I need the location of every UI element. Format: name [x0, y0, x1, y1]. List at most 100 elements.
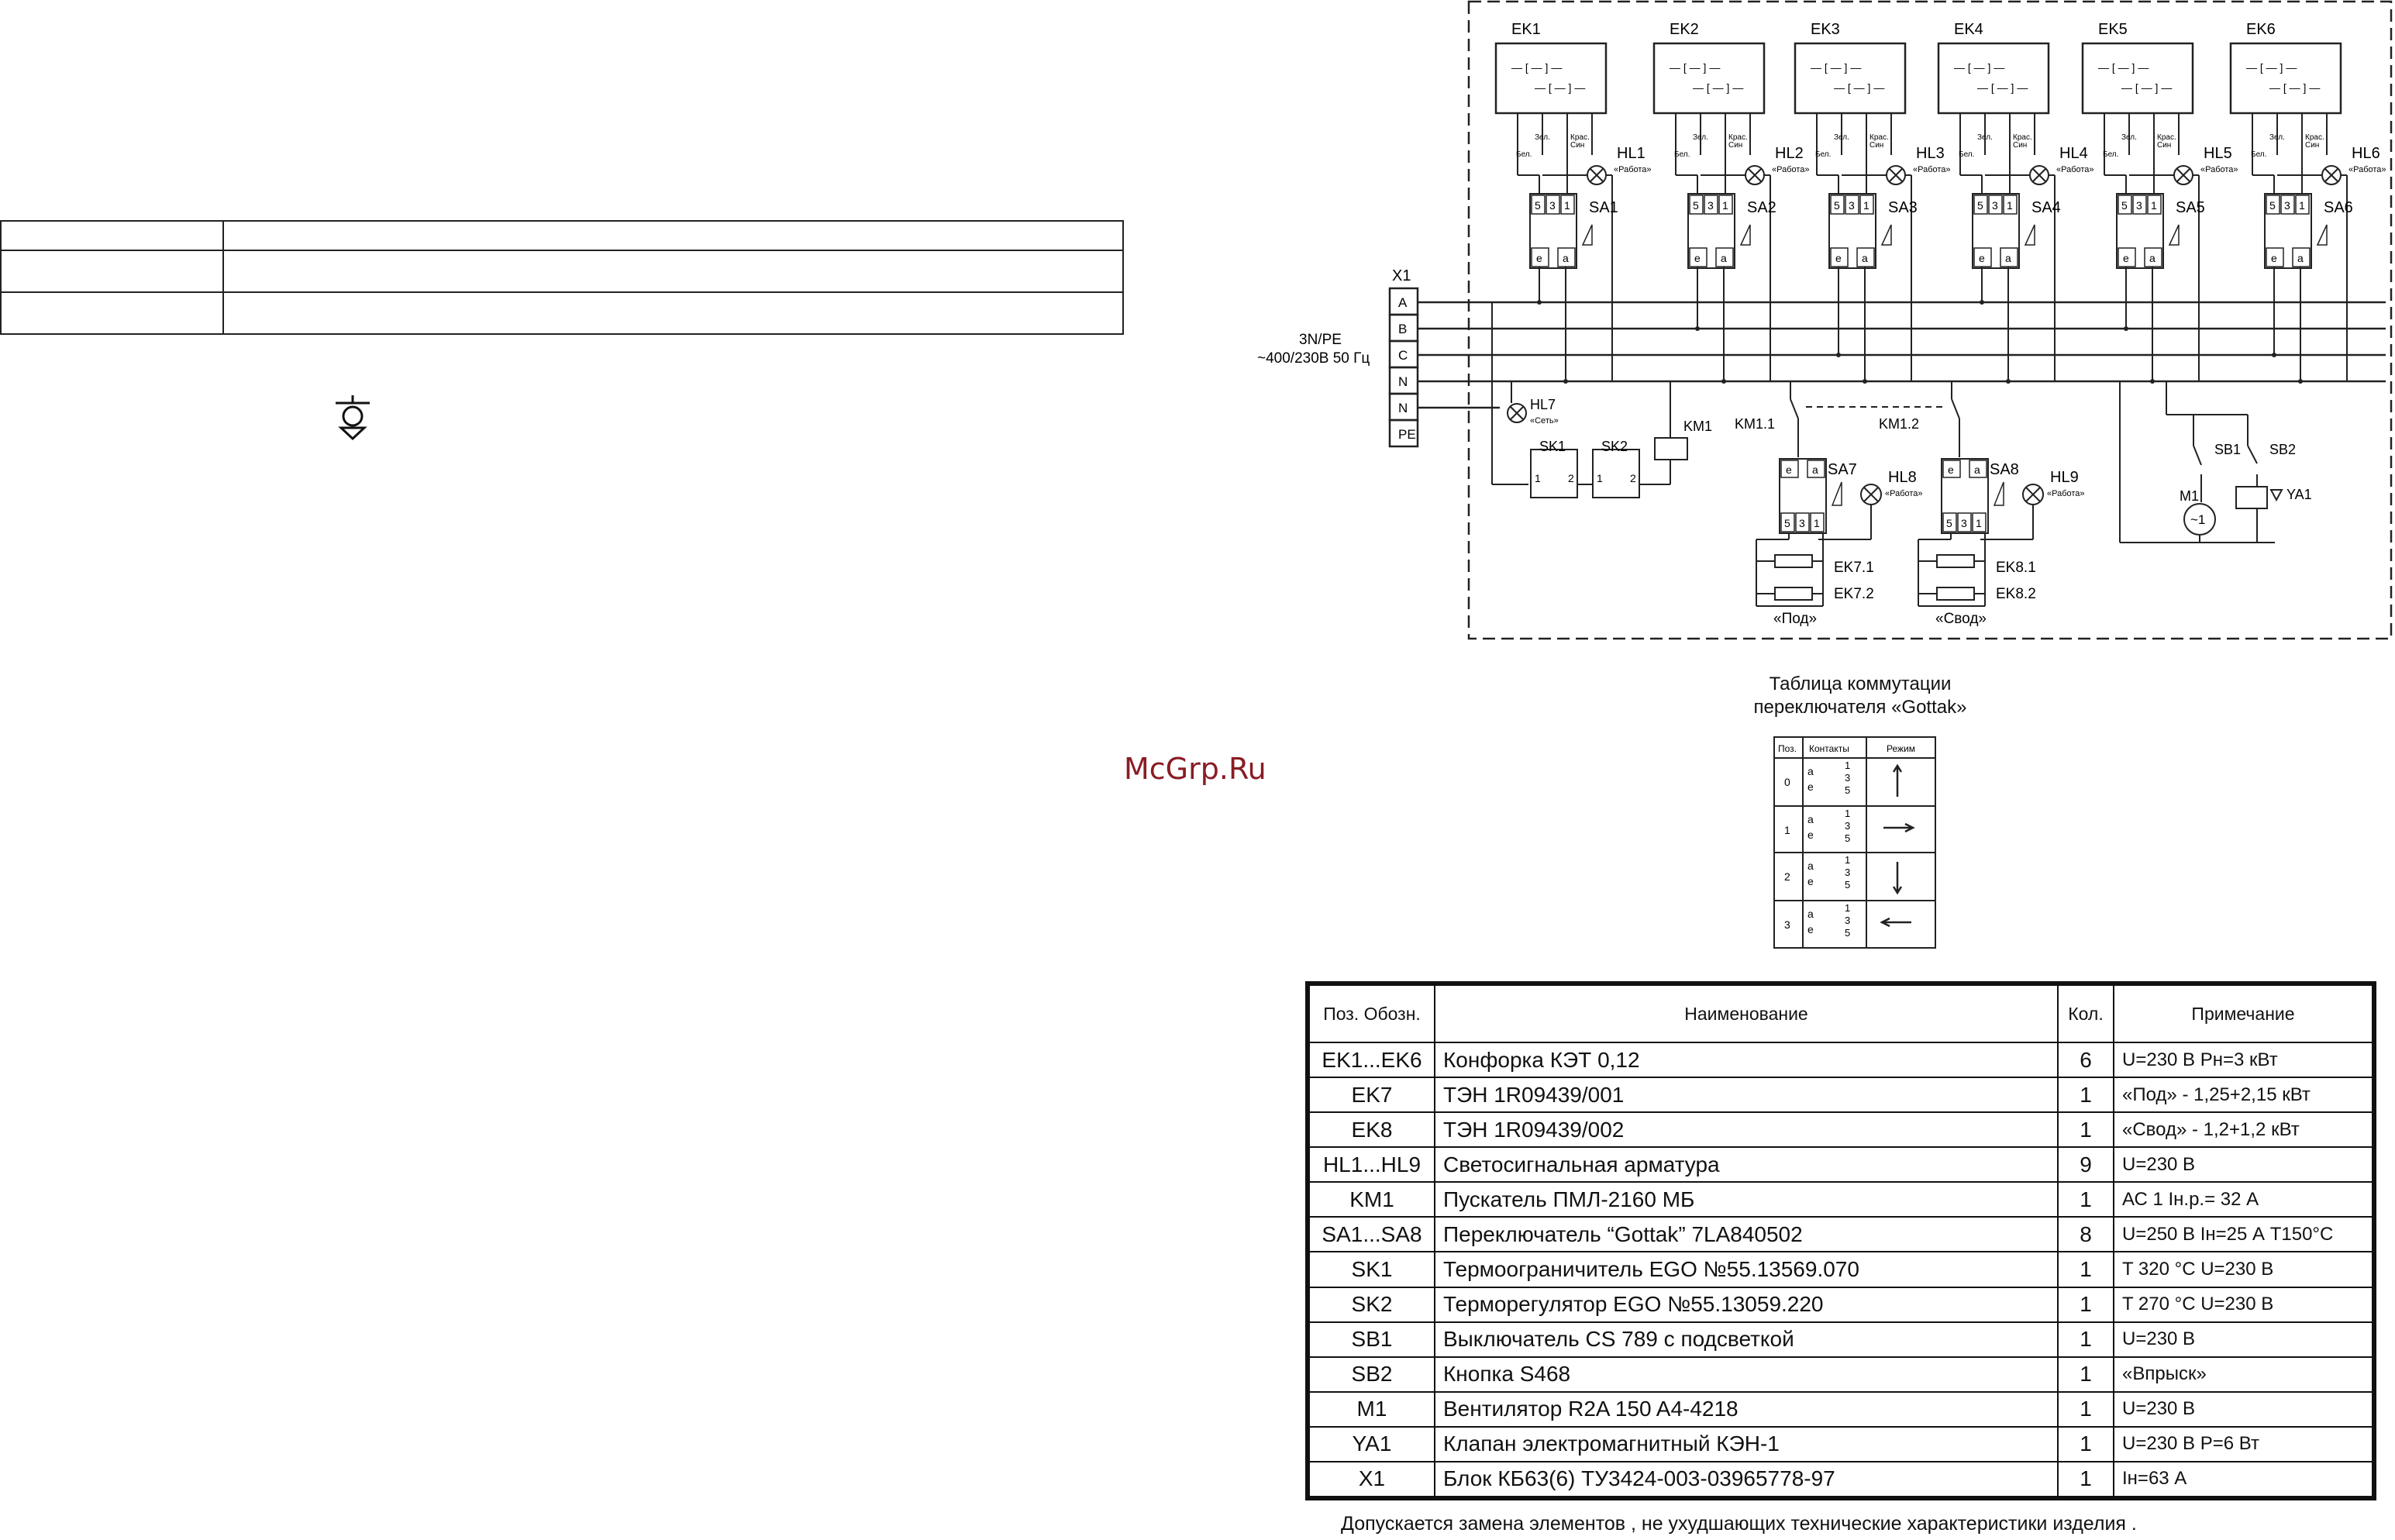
parts-cell-name: Переключатель “Gottak” 7LA840502 [1434, 1216, 2059, 1253]
burner-box [2081, 42, 2194, 115]
contact-label-1: 1 [1845, 902, 1850, 914]
wire-label: Крас. [2305, 133, 2324, 142]
contact-label-5: 5 [1845, 879, 1850, 891]
switch-contact-cell [1973, 195, 1988, 215]
footer-note: Допускается замена элементов , не ухудша… [1341, 1513, 2137, 1535]
hl-label: HL5 [2204, 145, 2232, 162]
switch-contact-number: 5 [1946, 517, 1952, 529]
lamp-work-label: «Работа» [1885, 489, 1923, 498]
switch-contact-number: 5 [2269, 199, 2276, 212]
switch-contact-a: a [2297, 252, 2304, 264]
burner-ek-label: EK1 [1511, 21, 1541, 38]
lamp-work-label: «Работа» [1913, 165, 1951, 174]
switch-contact-number: 1 [1976, 517, 1982, 529]
sk1-pin2: 2 [1568, 472, 1574, 484]
parts-cell-note: U=230 В [2113, 1146, 2373, 1183]
switch-contact-cell [1942, 512, 1957, 532]
switch-table: Поз. Контакты Режим 0ae1351ae1352ae1353a… [1773, 736, 1936, 949]
wire-label: Крас. [2013, 133, 2032, 142]
wire [2324, 168, 2338, 182]
switch-contact-cell [2118, 195, 2132, 215]
wire [2025, 487, 2041, 502]
parts-cell-pos: SB2 [1308, 1356, 1435, 1393]
terminal-label: PE [1398, 427, 1416, 442]
switch-contact-cell [1560, 195, 1575, 215]
m1-symbol: ~1 [2190, 512, 2205, 527]
burner-ek-label: EK5 [2098, 21, 2128, 38]
switch-knob-icon [2316, 224, 2328, 246]
switch-contact-cell [2132, 195, 2147, 215]
km12-label: KM1.2 [1879, 416, 1919, 432]
oven-zone-label: «Под» [1773, 611, 1817, 627]
burner-symbol: — [ — ] — [1511, 61, 1562, 74]
switch-knob-icon [1739, 224, 1751, 246]
sa-label: SA3 [1888, 199, 1918, 216]
parts-header-note: Примечание [2113, 984, 2373, 1044]
switch-contact-cell [2003, 195, 2018, 215]
switch-contact-a: a [1721, 252, 1727, 264]
switch-contact-a: a [2005, 252, 2011, 264]
switch-knob-icon [2168, 224, 2180, 246]
switch-contact-cell [2266, 195, 2280, 215]
switch-contact-number: 3 [1799, 517, 1805, 529]
switch-contact-cell [1969, 460, 1987, 478]
switch-contact-e: e [1694, 252, 1701, 264]
sa-label: SA7 [1828, 461, 1857, 478]
sa-label: SA6 [2324, 199, 2353, 216]
switch-contact-cell [1807, 460, 1825, 478]
wire [2032, 168, 2046, 182]
sa-label: SA5 [2176, 199, 2205, 216]
parts-cell-pos: HL1...HL9 [1308, 1146, 1435, 1183]
burner-symbol: — [ — ] — [2269, 81, 2320, 94]
wire-label: Син [1570, 141, 1584, 150]
junction-dot [2272, 353, 2276, 357]
parts-cell-note: T 320 °С U=230 В [2113, 1251, 2373, 1288]
hl7-label: HL7 [1530, 397, 1556, 412]
switch-contact-a: a [1812, 463, 1818, 476]
burner-box [1937, 42, 2050, 115]
switch-contact-e: e [1786, 463, 1792, 476]
junction-dot [1537, 300, 1542, 305]
parts-cell-pos: X1 [1308, 1460, 1435, 1498]
mode-arrow-icon [1883, 822, 1915, 833]
sa-label: SA1 [1589, 199, 1618, 216]
switch-contact-e: e [1536, 252, 1542, 264]
switch-box [1828, 193, 1876, 269]
switch-contact-number: 1 [2007, 199, 2013, 212]
wire-label: Крас. [1570, 133, 1590, 142]
parts-cell-pos: SB1 [1308, 1321, 1435, 1358]
parts-cell-name: Клапан электромагнитный КЭН-1 [1434, 1425, 2059, 1462]
parts-cell-qty: 1 [2057, 1111, 2114, 1149]
heater-label: EK7.1 [1834, 560, 1874, 576]
switch-contact-cell [2280, 195, 2295, 215]
switch-contact-cell [1988, 195, 2003, 215]
wire [1748, 168, 1762, 182]
junction-dot [1980, 300, 1984, 305]
supply-voltage-label: ~400/230В 50 Гц [1257, 350, 1370, 367]
sb2-label: SB2 [2269, 442, 2296, 457]
switch-contact-a: a [1563, 252, 1569, 264]
switch-knob-icon [1581, 224, 1593, 246]
switch-position: 3 [1784, 918, 1790, 931]
sa-label: SA8 [1990, 461, 2019, 478]
wire-label: Син [2013, 141, 2027, 150]
switch-contact-number: 5 [1784, 517, 1790, 529]
empty-table [0, 220, 1124, 335]
parts-cell-name: Светосигнальная арматура [1434, 1146, 2059, 1183]
contact-label-1: 1 [1845, 760, 1850, 771]
parts-cell-name: Блок КБ63(6) ТУ3424-003-03965778-97 [1434, 1460, 2059, 1498]
switch-contact-cell [1957, 512, 1972, 532]
terminal-label: C [1398, 348, 1408, 363]
hl-label: HL2 [1775, 145, 1804, 162]
switch-contact-e: e [1948, 463, 1954, 476]
junction-dot [1721, 379, 1726, 384]
m1-label: M1 [2180, 488, 2199, 504]
switch-contact-a: a [1862, 252, 1868, 264]
burner-box [1652, 42, 1766, 115]
switch-contact-cell [1546, 195, 1560, 215]
burner-symbol: — [ — ] — [1977, 81, 2028, 94]
